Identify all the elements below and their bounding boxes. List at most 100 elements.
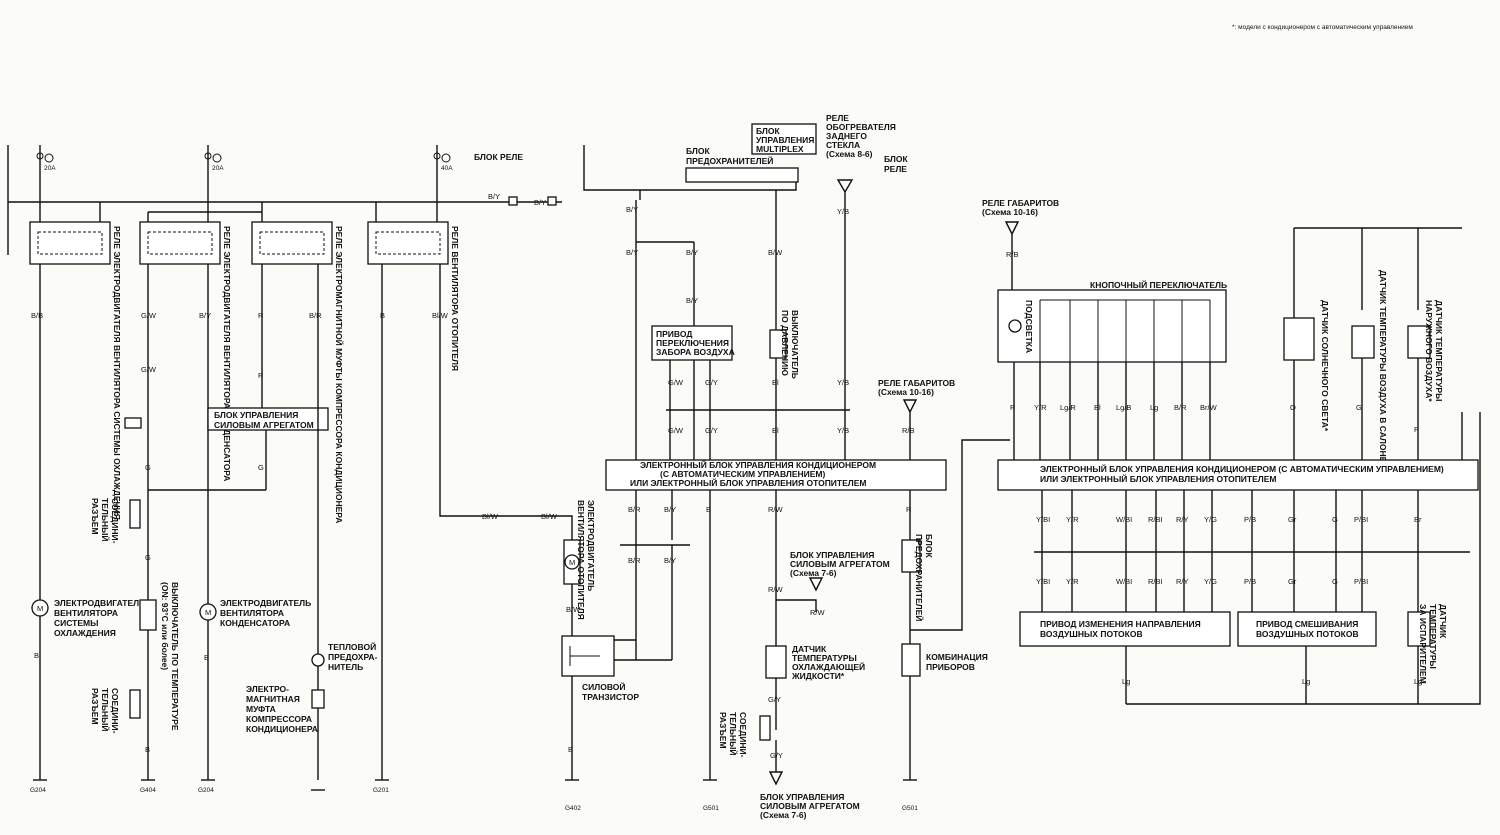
wire-color: B/Y — [488, 192, 500, 201]
wire-color: R/BI — [1148, 577, 1163, 586]
connector — [129, 499, 141, 529]
wire-color: P/B — [1244, 515, 1256, 524]
fuse-group: 20A 20A 40A — [36, 145, 453, 230]
center-bus — [583, 145, 797, 200]
multiplex-box — [751, 123, 817, 155]
wire-color: B/B — [31, 311, 43, 320]
wire-color: B/Y — [626, 205, 638, 214]
wire-color: G — [1356, 403, 1362, 412]
ground-label: G204 — [30, 787, 46, 794]
marker-relay-b-label: РЕЛЕ ГАБАРИТОВ(Схема 10-16) — [878, 378, 955, 397]
wire-color: Bl/W — [432, 311, 449, 320]
ac-ecu-label: ЭЛЕКТРОННЫЙ БЛОК УПРАВЛЕНИЯ КОНДИЦИОНЕРО… — [630, 459, 876, 488]
wire-color: G/W — [668, 378, 684, 387]
bus-wires — [1034, 490, 1470, 612]
transistor-wires — [571, 639, 672, 780]
wire-color: R/W — [810, 608, 826, 617]
wire-color: R/W — [768, 585, 784, 594]
cabin-sensor-box — [1351, 325, 1375, 359]
relay-boxes — [29, 221, 449, 265]
wire-color: Bl/W — [541, 512, 558, 521]
thermal-fuse-symbol — [311, 653, 325, 667]
wire-color: Y/R — [1034, 403, 1047, 412]
push-switch-box — [997, 289, 1227, 363]
wire-color: Lg — [1122, 677, 1130, 686]
wire-color: Lg/R — [1060, 403, 1076, 412]
ac-ecu-right-label: ЭЛЕКТРОННЫЙ БЛОК УПРАВЛЕНИЯ КОНДИЦИОНЕРО… — [1040, 463, 1444, 484]
motor-letter: M — [37, 604, 43, 613]
wire-color: R — [258, 371, 264, 380]
connector-label-2: СОЕДИНИ-ТЕЛЬНЫЙРАЗЪЕМ — [90, 688, 120, 734]
center-wires — [635, 190, 846, 460]
cond-motor-symbol — [199, 603, 217, 621]
relay-block-label: БЛОК РЕЛЕ — [474, 152, 523, 162]
wire-color: Bl — [772, 378, 779, 387]
wire-color: Y/G — [1204, 515, 1217, 524]
wire-color: P/B — [1244, 577, 1256, 586]
ground-label: G402 — [565, 805, 581, 812]
power-bus — [7, 145, 480, 255]
ref-triangle — [808, 577, 824, 592]
wire-color: Bl — [1094, 403, 1101, 412]
sensor-wires — [1361, 358, 1463, 460]
wire-color: Lg — [1414, 677, 1422, 686]
connector — [129, 689, 141, 719]
backlight-icon — [1008, 319, 1022, 333]
evap-sensor-label: ДАТЧИКТЕМПЕРАТУРЫЗА ИСПАРИТЕЛЕМ — [1418, 604, 1448, 684]
wire-color: B — [380, 311, 385, 320]
wire-color: G/W — [141, 365, 157, 374]
connector — [759, 715, 771, 741]
wire-color: B/W — [768, 248, 783, 257]
connector-label-3: СОЕДИНИ-ТЕЛЬНЫЙРАЗЪЕМ — [718, 712, 748, 758]
wire-color: Y/R — [1066, 515, 1079, 524]
air-intake-box — [651, 325, 733, 361]
relay-label-clutch: РЕЛЕ ЭЛЕКТРОМАГНИТНОЙ МУФТЫ КОМПРЕССОРА … — [334, 226, 345, 523]
cabin-sensor-label: ДАТЧИК ТЕМПЕРАТУРЫ ВОЗДУХА В САЛОНЕ* — [1378, 270, 1388, 466]
ground-label: G201 — [373, 787, 389, 794]
outside-sensor-label: ДАТЧИК ТЕМПЕРАТУРЫНАРУЖНОГО ВОЗДУХА* — [1424, 300, 1444, 402]
wire-color: G/W — [668, 426, 684, 435]
wire-color: Br/W — [1200, 403, 1218, 412]
wire-color: P/BI — [1354, 577, 1368, 586]
ground-label: G204 — [198, 787, 214, 794]
fuse-block2-box — [901, 539, 921, 573]
wire-color: B/R — [628, 556, 641, 565]
temp-switch-label: ВЫКЛЮЧАТЕЛЬ ПО ТЕМПЕРАТУРЕ (ON: 93°C или… — [160, 582, 180, 733]
connector — [124, 417, 142, 429]
wire-color: B — [145, 745, 150, 754]
wire-color: G/W — [141, 311, 157, 320]
ac-ecu-bar — [605, 459, 947, 491]
ref-triangle — [902, 399, 918, 460]
ground-label: G501 — [703, 805, 719, 812]
clutch-symbol — [311, 689, 325, 709]
wire-color: R/Y — [1176, 515, 1189, 524]
wire-color: B/Y — [626, 248, 638, 257]
lg-return — [1125, 412, 1481, 705]
fan-motor-symbol — [31, 599, 49, 617]
wire-color: W/BI — [1116, 515, 1132, 524]
mix-actuator-box — [1237, 611, 1377, 647]
switch-wires — [1013, 362, 1211, 460]
wire-color: B — [204, 653, 209, 662]
wire-color: B/Y — [686, 296, 698, 305]
ground-label: G404 — [140, 787, 156, 794]
wire-color: Br — [1414, 515, 1422, 524]
motor-letter: M — [569, 558, 575, 567]
wire-color: R/W — [768, 505, 784, 514]
wire-color: G — [145, 553, 151, 562]
ref-triangle — [836, 179, 854, 194]
center-lower-wires — [635, 490, 911, 780]
wire-color: B — [706, 505, 711, 514]
connector-pin — [508, 196, 518, 206]
wire-color: B — [568, 745, 573, 754]
sun-sensor-label: ДАТЧИК СОЛНЕЧНОГО СВЕТА* — [1320, 300, 1330, 432]
